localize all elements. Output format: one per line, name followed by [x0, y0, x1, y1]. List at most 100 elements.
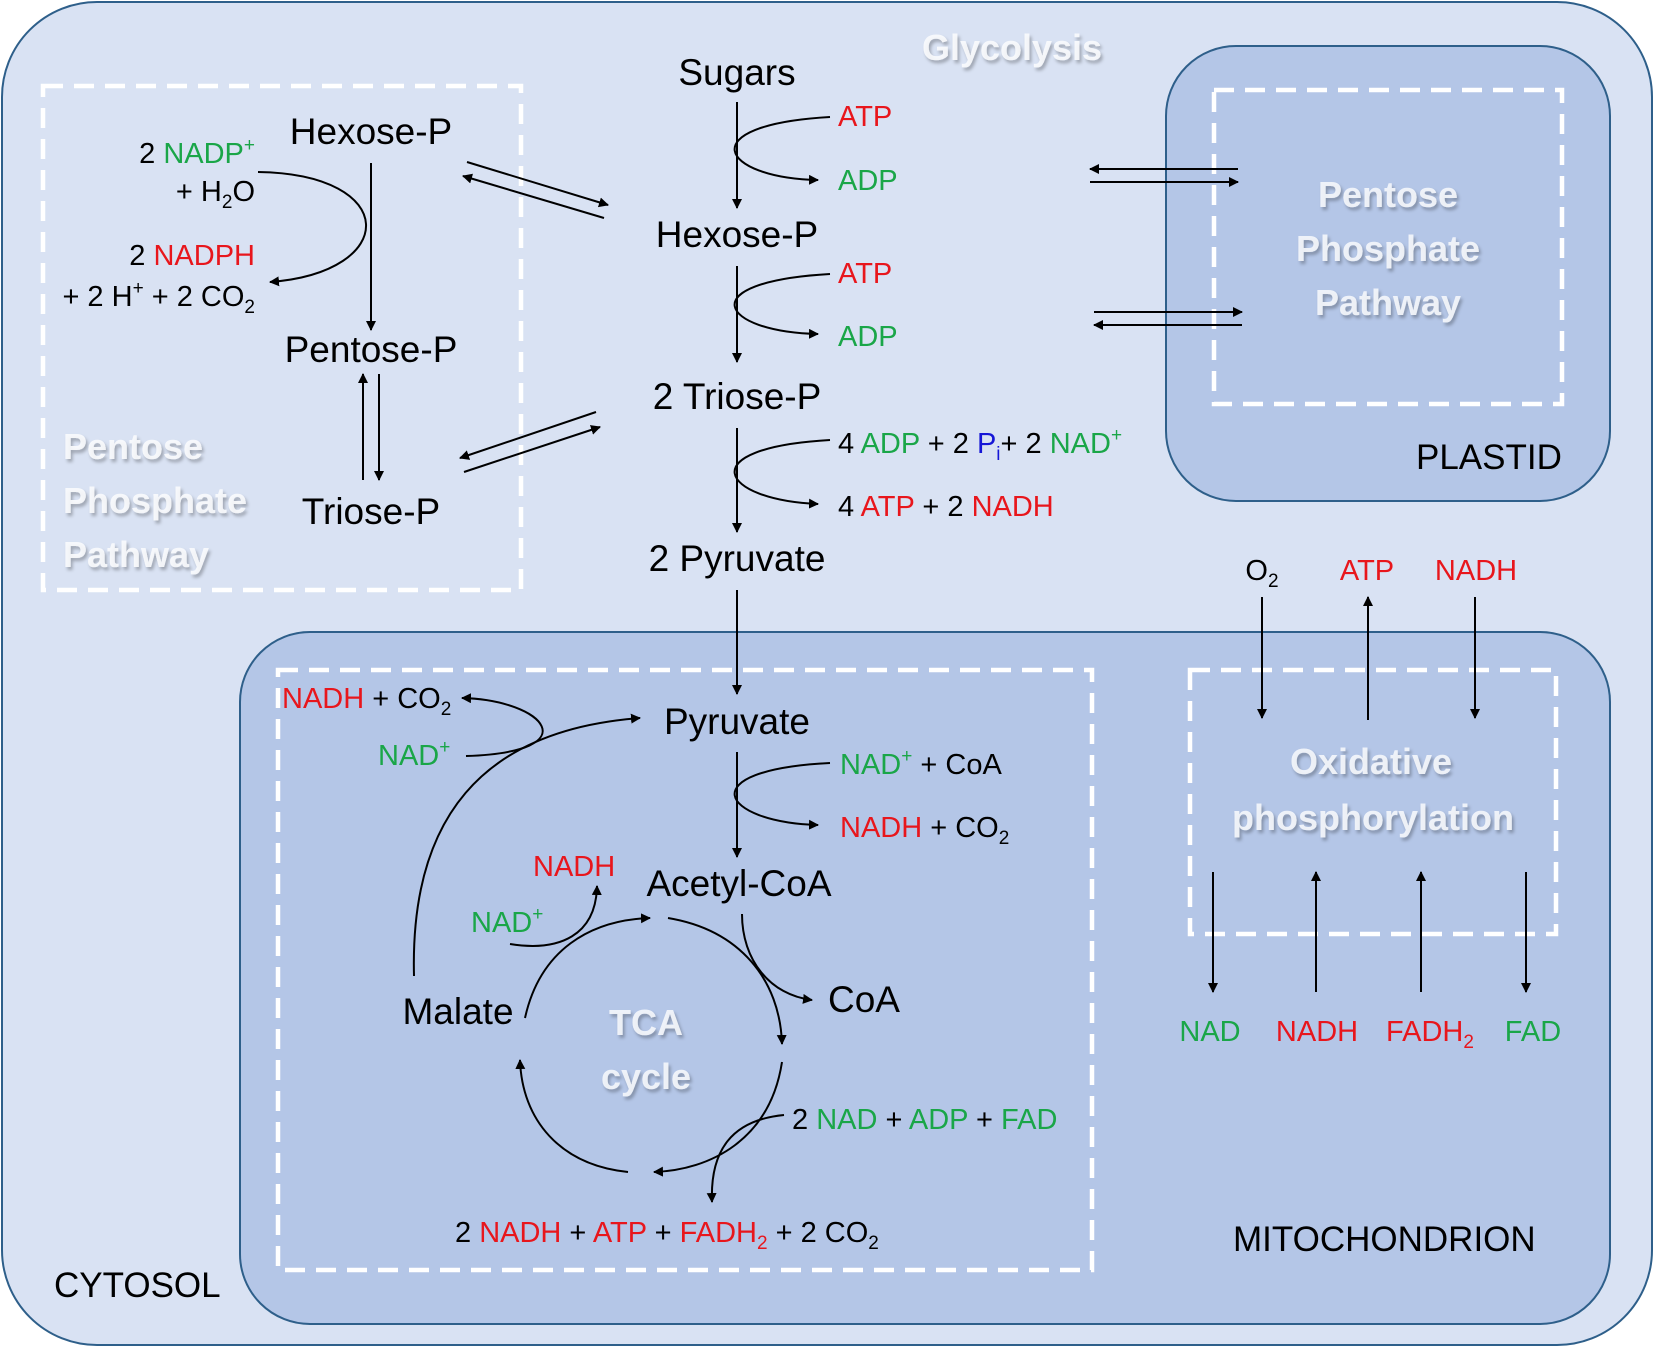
text-run: 2	[139, 138, 163, 170]
arrow-nad-to-nadh-mdh	[509, 885, 602, 947]
arrow-cycle-cofactors	[706, 1114, 785, 1203]
glycolysis-pyruvate: 2 Pyruvate	[649, 538, 826, 579]
tca-arc-acetyl-to-right	[667, 917, 787, 1045]
text-run: ADP	[861, 428, 920, 460]
text-run: 2	[792, 1104, 816, 1136]
cytosol-label: CYTOSOL	[54, 1266, 221, 1305]
text-run: i	[996, 444, 1000, 465]
text-run: NAD	[1050, 428, 1111, 460]
ppp-plastid-title-2: Phosphate	[1296, 228, 1480, 269]
text-run: NAD	[840, 749, 901, 781]
tca-title-2: cycle	[601, 1056, 691, 1097]
tca-cycle-outputs: 2 NADH + ATP + FADH2 + 2 CO2	[455, 1217, 879, 1254]
text-run: + H	[176, 176, 222, 208]
text-run: + 2	[920, 428, 977, 460]
text-run: 2	[455, 1217, 479, 1249]
glycolysis-step3-outputs: 4 ATP + 2 NADH	[838, 491, 1054, 523]
text-run: +	[1111, 425, 1122, 446]
oxphos-o2: O2	[1245, 555, 1278, 592]
text-run: NAD	[378, 740, 439, 772]
text-run: NAD	[1179, 1016, 1240, 1048]
text-run: 2	[129, 240, 153, 272]
text-run: ATP	[861, 491, 915, 523]
text-run: NAD	[471, 907, 532, 939]
ppp-pentose-p: Pentose-P	[285, 329, 458, 370]
text-run: NAD	[816, 1104, 877, 1136]
tca-title-1: TCA	[609, 1002, 683, 1043]
text-run: + CoA	[912, 749, 1002, 781]
glycolysis-sugars: Sugars	[678, 52, 795, 93]
mitochondrion-label: MITOCHONDRION	[1233, 1220, 1536, 1259]
glycolysis-step3-inputs: 4 ADP + 2 Pi+ 2 NAD+	[838, 425, 1122, 465]
text-run: ATP	[593, 1217, 647, 1249]
tca-acetyl-coa: Acetyl-CoA	[646, 863, 831, 904]
glycolysis-title: Glycolysis	[922, 27, 1102, 68]
text-run: +	[968, 1104, 1001, 1136]
plastid-label: PLASTID	[1416, 438, 1562, 477]
text-run: ATP	[1340, 555, 1394, 587]
oxphos-title-2: phosphorylation	[1232, 797, 1514, 838]
arrow-nadp-nadph	[257, 171, 367, 287]
ppp-plastid-title-1: Pentose	[1318, 174, 1458, 215]
ppp-input-water: + H2O	[176, 176, 255, 213]
text-run: NADH	[972, 491, 1054, 523]
exchange-triose-ppp-in	[459, 411, 597, 460]
text-run: 4	[838, 491, 861, 523]
arrow-nad-to-nadh-co2	[461, 693, 544, 757]
ppp-output-h-co2: + 2 H+ + 2 CO2	[62, 278, 255, 318]
text-run: NADH	[1276, 1016, 1358, 1048]
tca-arc-right-to-bottom	[653, 1061, 783, 1177]
text-run: 2	[868, 1233, 879, 1254]
text-run: 2	[1463, 1032, 1474, 1053]
glycolysis-triose-p: 2 Triose-P	[653, 376, 822, 417]
malic-enzyme-outputs: NADH + CO2	[282, 683, 451, 720]
arrow-acetyl-coa-release	[741, 913, 813, 1004]
text-run: ADP	[909, 1104, 968, 1136]
text-run: NADP	[163, 138, 244, 170]
text-run: +	[133, 278, 144, 299]
text-run: 2	[757, 1233, 768, 1254]
oxphos-nad: NAD	[1179, 1016, 1240, 1048]
mdh-output: NADH	[533, 851, 615, 883]
text-run: 2	[244, 297, 255, 318]
oxphos-nadh-bottom: NADH	[1276, 1016, 1358, 1048]
text-run: FADH	[680, 1217, 757, 1249]
arrow-atp-adp-1	[733, 116, 831, 185]
text-run: + 2 H	[62, 281, 132, 313]
exchange-triose-ppp-out	[463, 425, 601, 473]
oxphos-box	[1187, 667, 1559, 937]
glycolysis-step2-adp: ADP	[838, 321, 898, 353]
text-run: 2	[999, 828, 1010, 849]
text-run: NADPH	[153, 240, 255, 272]
text-run: FAD	[1001, 1104, 1057, 1136]
text-run: + 2	[1001, 428, 1050, 460]
oxphos-title-1: Oxidative	[1290, 741, 1452, 782]
text-run: FADH	[1386, 1016, 1463, 1048]
oxphos-fadh2: FADH2	[1386, 1016, 1474, 1053]
ppp-cytosol-box	[40, 83, 524, 593]
text-run: + CO	[922, 812, 999, 844]
mitochondrion-compartment	[239, 631, 1611, 1325]
oxphos-fad: FAD	[1505, 1016, 1561, 1048]
text-run: +	[877, 1104, 908, 1136]
text-run: +	[532, 904, 543, 925]
arrow-adp-atp-3	[733, 439, 831, 509]
text-run: O	[1245, 555, 1268, 587]
tca-arc-left-to-acetyl	[524, 913, 651, 1019]
ppp-cytosol-title-1: Pentose	[63, 426, 203, 467]
ppp-plastid-title-3: Pathway	[1315, 282, 1461, 323]
text-run: NADH	[840, 812, 922, 844]
text-run: O	[232, 176, 255, 208]
glycolysis-step1-atp: ATP	[838, 101, 892, 133]
text-run: 2	[441, 699, 452, 720]
text-run: FAD	[1505, 1016, 1561, 1048]
tca-box	[275, 667, 1095, 1273]
tca-cycle-inputs: 2 NAD + ADP + FAD	[792, 1104, 1057, 1136]
arrow-atp-adp-2	[733, 273, 831, 339]
glycolysis-step1-adp: ADP	[838, 165, 898, 197]
text-run: +	[244, 135, 255, 156]
pdh-inputs: NAD+ + CoA	[840, 746, 1002, 781]
glycolysis-hexose-p: Hexose-P	[656, 214, 818, 255]
tca-arc-bottom-to-left	[515, 1059, 629, 1173]
